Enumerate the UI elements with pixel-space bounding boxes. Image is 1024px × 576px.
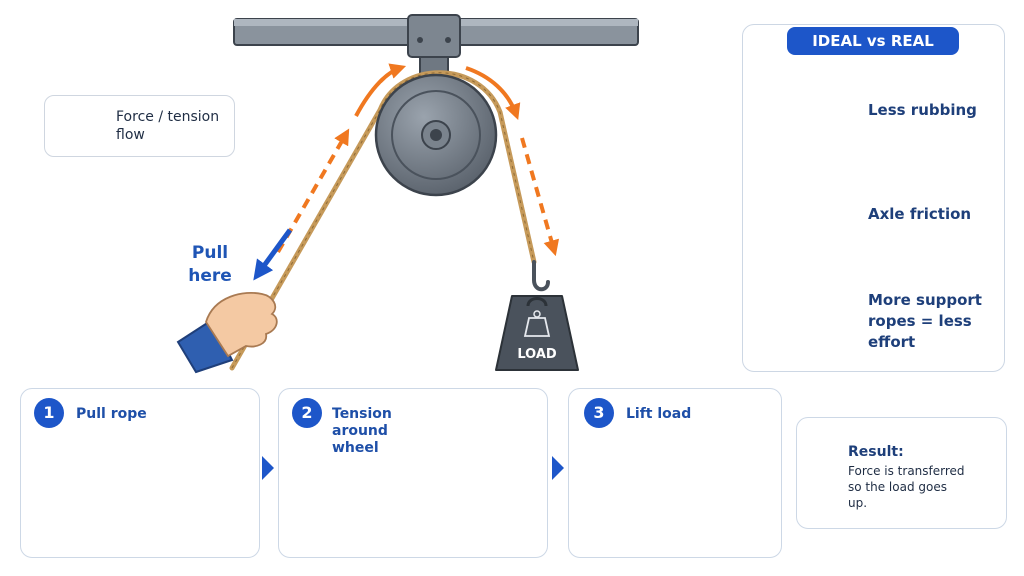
hook bbox=[532, 260, 550, 292]
weight-icon bbox=[523, 310, 551, 337]
legend-label: Force / tension flow bbox=[116, 109, 220, 143]
step-2-card bbox=[278, 388, 548, 558]
rope bbox=[229, 70, 537, 371]
result-text: Force is transferred so the load goes up… bbox=[848, 464, 965, 510]
row-label-less-rubbing: Less rubbing bbox=[868, 101, 977, 119]
pulley-wheel bbox=[374, 73, 498, 197]
step-2-number: 2 bbox=[292, 398, 322, 428]
step-1-title: Pull rope bbox=[76, 406, 147, 422]
result-card bbox=[796, 417, 1007, 529]
pull-label: Pull here bbox=[188, 243, 232, 286]
step-3-number: 3 bbox=[584, 398, 614, 428]
load-label: LOAD bbox=[517, 347, 557, 362]
step-2-title: Tension around wheel bbox=[332, 406, 392, 456]
panel-title: IDEAL vs REAL bbox=[787, 27, 959, 55]
pull-arrow bbox=[253, 228, 293, 281]
result-title: Result: bbox=[848, 444, 904, 460]
hand-icon bbox=[176, 292, 278, 374]
load-weight: LOAD bbox=[495, 295, 579, 371]
step-1-number: 1 bbox=[34, 398, 64, 428]
row-label-axle-friction: Axle friction bbox=[868, 205, 972, 223]
row-label-support-ropes: More support ropes = less effort bbox=[868, 291, 982, 351]
step-3-title: Lift load bbox=[626, 406, 692, 422]
ideal-vs-real-panel bbox=[742, 24, 1005, 372]
step-connector-arrow bbox=[552, 456, 564, 480]
legend bbox=[44, 95, 235, 157]
step-connector-arrow bbox=[262, 456, 274, 480]
